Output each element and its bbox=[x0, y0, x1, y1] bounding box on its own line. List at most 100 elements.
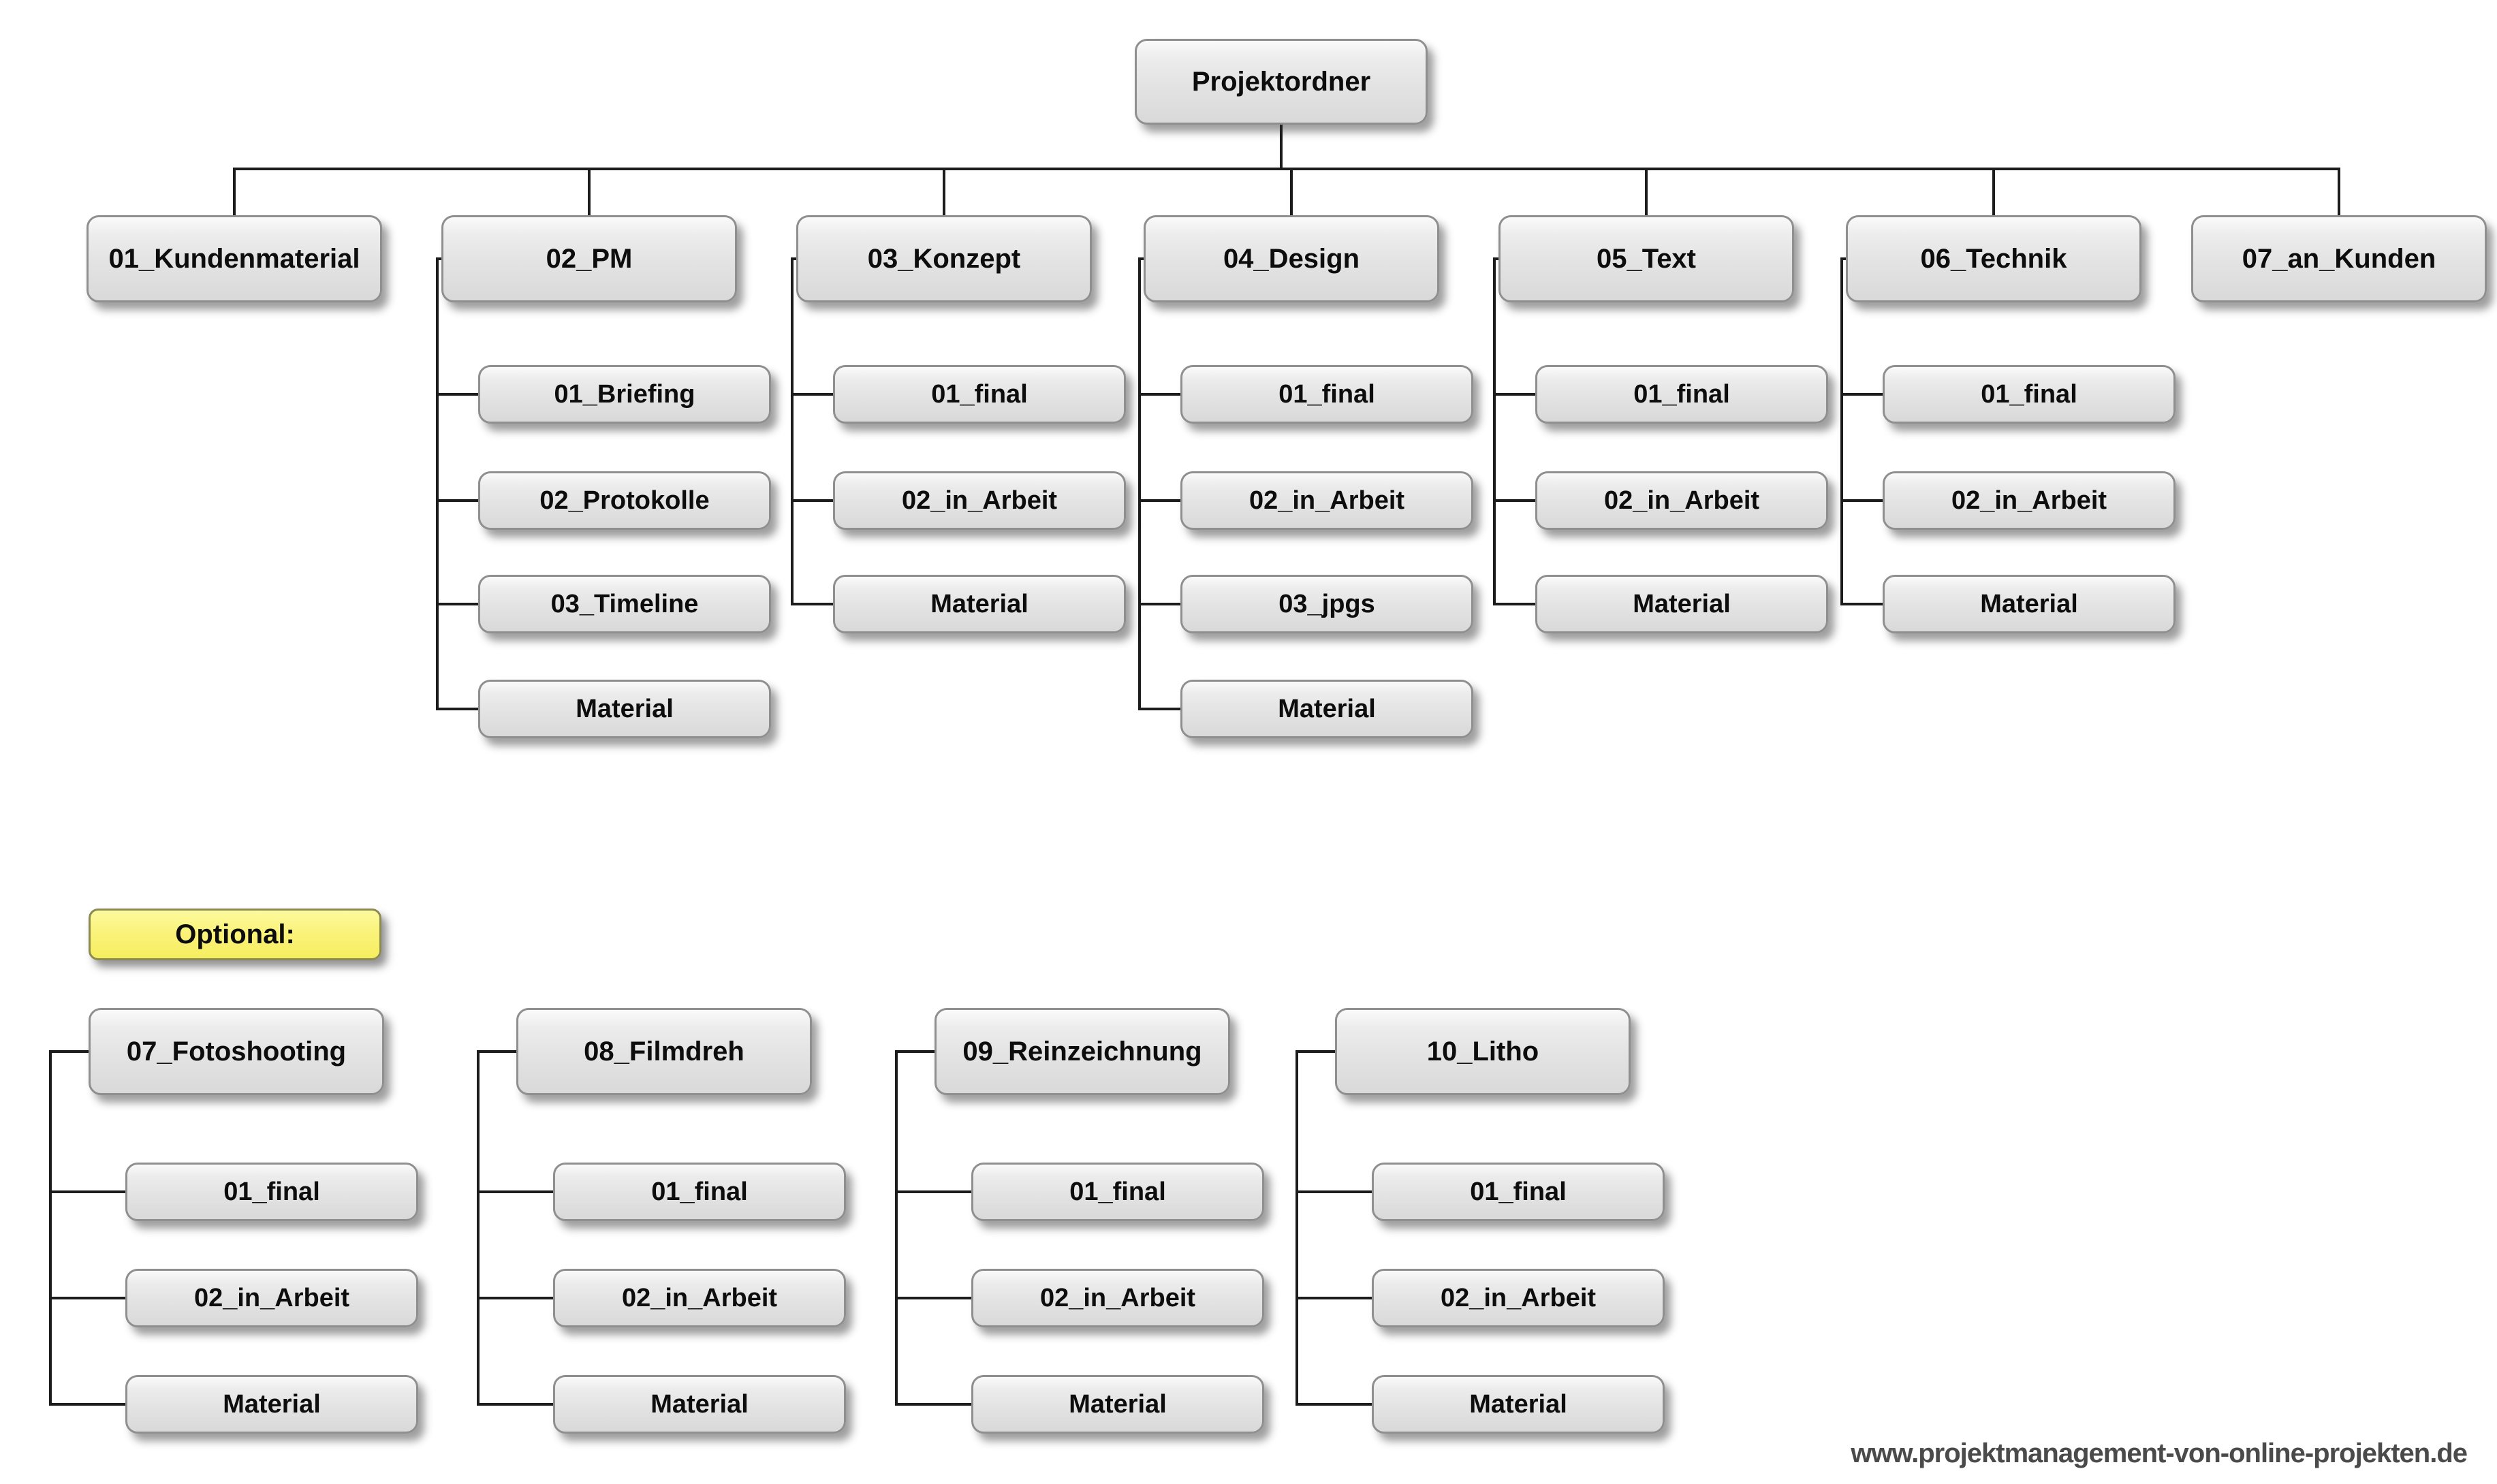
node-09-reinzeichnung: 09_Reinzeichnung bbox=[935, 1008, 1230, 1095]
connector-line bbox=[234, 168, 2340, 170]
connector-line bbox=[895, 1050, 898, 1406]
node-10-litho-child-2: Material bbox=[1372, 1375, 1665, 1434]
connector-line bbox=[49, 1403, 125, 1406]
node-label: Material bbox=[1633, 589, 1731, 618]
node-label: 01_final bbox=[931, 379, 1028, 409]
node-label: 07_Fotoshooting bbox=[126, 1036, 347, 1067]
node-label: 02_in_Arbeit bbox=[1951, 486, 2107, 515]
connector-line bbox=[1295, 1403, 1372, 1406]
connector-line bbox=[1138, 393, 1180, 396]
node-label: 01_final bbox=[1069, 1177, 1166, 1206]
connector-line bbox=[1295, 1050, 1298, 1406]
node-05-text: 05_Text bbox=[1498, 215, 1794, 302]
node-label: Material bbox=[1278, 694, 1376, 723]
node-label: 08_Filmdreh bbox=[584, 1036, 744, 1067]
node-07-fotoshooting-child-1: 02_in_Arbeit bbox=[125, 1269, 418, 1327]
optional-label: Optional: bbox=[89, 909, 381, 960]
connector-line bbox=[1138, 708, 1180, 710]
node-05-text-child-1: 02_in_Arbeit bbox=[1535, 471, 1828, 530]
connector-line bbox=[49, 1050, 89, 1053]
connector-line bbox=[477, 1297, 553, 1299]
node-label: 02_in_Arbeit bbox=[621, 1283, 778, 1312]
node-label: 05_Text bbox=[1596, 243, 1696, 274]
connector-line bbox=[791, 393, 833, 396]
connector-line bbox=[895, 1403, 971, 1406]
node-03-konzept-child-2: Material bbox=[833, 575, 1126, 633]
node-07-an-kunden: 07_an_Kunden bbox=[2191, 215, 2487, 302]
node-label: 07_an_Kunden bbox=[2242, 243, 2436, 274]
node-label: 09_Reinzeichnung bbox=[962, 1036, 1202, 1067]
connector-line bbox=[436, 257, 439, 710]
connector-line bbox=[1645, 168, 1648, 217]
node-label: 02_PM bbox=[546, 243, 633, 274]
node-projektordner: Projektordner bbox=[1135, 39, 1428, 125]
node-label: 03_Konzept bbox=[867, 243, 1021, 274]
node-09-reinzeichnung-child-0: 01_final bbox=[971, 1163, 1264, 1221]
connector-line bbox=[895, 1297, 971, 1299]
connector-line bbox=[791, 257, 794, 604]
node-label: 10_Litho bbox=[1426, 1036, 1539, 1067]
connector-line bbox=[943, 168, 945, 217]
connector-line bbox=[477, 1403, 553, 1406]
node-label: Material bbox=[576, 694, 674, 723]
connector-line bbox=[588, 168, 591, 217]
connector-line bbox=[1295, 1297, 1372, 1299]
node-label: 02_in_Arbeit bbox=[1603, 486, 1760, 515]
node-label: 03_Timeline bbox=[550, 589, 699, 618]
connector-line bbox=[1295, 1050, 1335, 1053]
node-02-pm-child-0: 01_Briefing bbox=[478, 365, 771, 424]
node-10-litho: 10_Litho bbox=[1335, 1008, 1631, 1095]
node-label: Material bbox=[1469, 1389, 1567, 1419]
connector-line bbox=[477, 1190, 553, 1193]
node-label: Material bbox=[1069, 1389, 1167, 1419]
node-label: 01_final bbox=[1981, 379, 2077, 409]
connector-line bbox=[1290, 168, 1293, 217]
connector-line bbox=[1992, 168, 1995, 217]
node-label: Projektordner bbox=[1191, 66, 1371, 97]
node-label: 01_Briefing bbox=[554, 379, 695, 409]
node-04-design-child-3: Material bbox=[1180, 680, 1473, 738]
node-06-technik-child-1: 02_in_Arbeit bbox=[1883, 471, 2176, 530]
node-03-konzept-child-0: 01_final bbox=[833, 365, 1126, 424]
connector-line bbox=[49, 1050, 52, 1406]
node-06-technik-child-2: Material bbox=[1883, 575, 2176, 633]
node-02-pm: 02_PM bbox=[441, 215, 737, 302]
connector-line bbox=[477, 1050, 480, 1406]
node-label: Material bbox=[1980, 589, 2078, 618]
connector-line bbox=[436, 603, 478, 605]
node-label: 01_final bbox=[223, 1177, 320, 1206]
node-04-design-child-0: 01_final bbox=[1180, 365, 1473, 424]
node-02-pm-child-1: 02_Protokolle bbox=[478, 471, 771, 530]
connector-line bbox=[436, 257, 444, 260]
connector-line bbox=[1840, 603, 1883, 605]
node-label: 02_in_Arbeit bbox=[1039, 1283, 1196, 1312]
optional-label-text: Optional: bbox=[175, 919, 295, 949]
node-06-technik: 06_Technik bbox=[1846, 215, 2141, 302]
node-label: 04_Design bbox=[1223, 243, 1360, 274]
node-07-fotoshooting: 07_Fotoshooting bbox=[89, 1008, 384, 1095]
connector-line bbox=[791, 499, 833, 502]
connector-line bbox=[2338, 168, 2340, 217]
node-04-design-child-1: 02_in_Arbeit bbox=[1180, 471, 1473, 530]
connector-line bbox=[477, 1050, 516, 1053]
connector-line bbox=[1138, 499, 1180, 502]
node-08-filmdreh-child-0: 01_final bbox=[553, 1163, 846, 1221]
connector-line bbox=[1493, 499, 1535, 502]
node-label: 02_in_Arbeit bbox=[193, 1283, 350, 1312]
node-02-pm-child-3: Material bbox=[478, 680, 771, 738]
node-label: Material bbox=[650, 1389, 749, 1419]
node-label: 01_final bbox=[1470, 1177, 1567, 1206]
connector-line bbox=[1840, 393, 1883, 396]
connector-line bbox=[791, 257, 799, 260]
node-label: 02_in_Arbeit bbox=[1440, 1283, 1597, 1312]
node-04-design: 04_Design bbox=[1144, 215, 1439, 302]
node-label: Material bbox=[930, 589, 1028, 618]
connector-line bbox=[1840, 257, 1843, 604]
node-08-filmdreh: 08_Filmdreh bbox=[516, 1008, 812, 1095]
node-09-reinzeichnung-child-1: 02_in_Arbeit bbox=[971, 1269, 1264, 1327]
connector-line bbox=[1493, 393, 1535, 396]
node-label: 01_final bbox=[1278, 379, 1375, 409]
node-07-fotoshooting-child-2: Material bbox=[125, 1375, 418, 1434]
node-label: 01_final bbox=[1633, 379, 1730, 409]
